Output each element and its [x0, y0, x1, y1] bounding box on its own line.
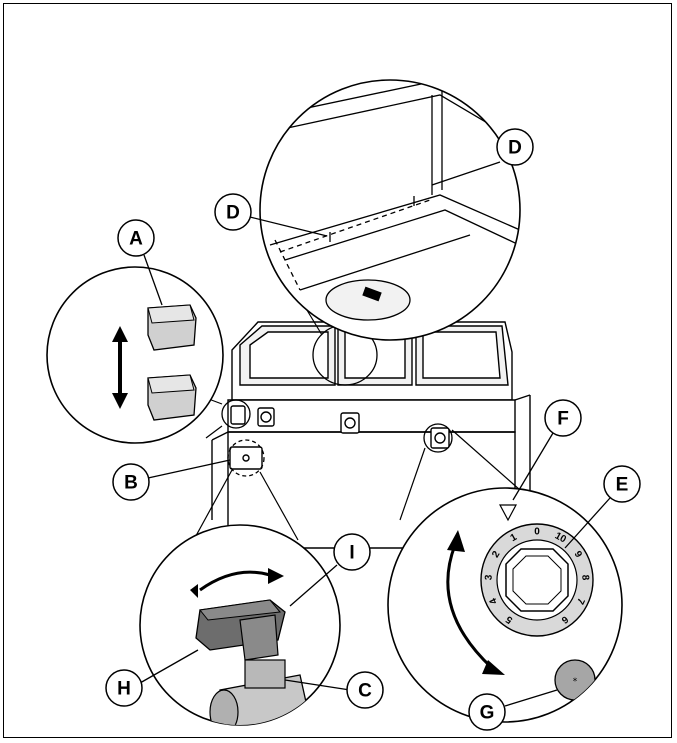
dial-mark-8: 8 [579, 574, 590, 581]
callout-f-label: F [557, 409, 569, 430]
dial-mark-3: 3 [483, 574, 494, 581]
callout-g-label: G [480, 703, 495, 724]
indicator-triangle [499, 504, 517, 522]
callout-c: C [346, 671, 384, 709]
callout-f: F [544, 399, 582, 437]
callout-h-label: H [117, 679, 131, 700]
callout-g: G [468, 693, 506, 731]
detail-valve [139, 524, 341, 726]
leader-h [139, 649, 199, 684]
callout-h: H [105, 669, 143, 707]
callout-i: I [333, 533, 371, 571]
detail-well [259, 79, 521, 341]
leader-i [289, 564, 338, 607]
callout-c-label: C [358, 681, 372, 702]
callout-d1: D [214, 193, 252, 231]
dial-mark-9: 9 [572, 549, 585, 560]
callout-b: B [112, 463, 150, 501]
dial-knob [505, 548, 569, 612]
leader-b [147, 459, 231, 479]
callout-d2-label: D [508, 138, 522, 159]
callout-d1-label: D [226, 203, 240, 224]
leader-f [512, 432, 554, 501]
dial-mark-6: 6 [559, 613, 570, 625]
leader-g [504, 689, 558, 707]
dial-mark-5: 5 [504, 613, 515, 625]
callout-d2: D [496, 128, 534, 166]
callout-leaders [139, 161, 611, 707]
callouts: A B C D D E F G H I [105, 128, 641, 731]
button-g-symbol: * [573, 677, 578, 687]
leader-c [284, 679, 351, 691]
dial-mark-7: 7 [574, 596, 587, 606]
callout-a-label: A [129, 229, 143, 250]
dial-mark-4: 4 [488, 596, 501, 606]
callout-a: A [117, 219, 155, 257]
callout-e: E [603, 465, 641, 503]
dial-mark-0: 0 [534, 527, 540, 538]
detail-adjuster [46, 266, 224, 444]
zoom-marker-a [221, 399, 251, 429]
leader-d2 [431, 161, 501, 186]
leader-e [564, 497, 611, 549]
callout-b-label: B [124, 473, 138, 494]
zoom-marker-dial [423, 423, 453, 453]
zoom-marker-b [227, 439, 265, 477]
callout-i-label: I [349, 543, 354, 564]
callout-e-label: E [616, 475, 629, 496]
dial-mark-2: 2 [490, 549, 503, 560]
leader-d1 [249, 216, 328, 237]
dial-mark-1: 1 [509, 532, 520, 545]
leader-a [143, 254, 163, 306]
dial-mark-10: 10 [553, 530, 568, 545]
diagram-border [3, 3, 672, 738]
zoom-markers [221, 324, 453, 477]
